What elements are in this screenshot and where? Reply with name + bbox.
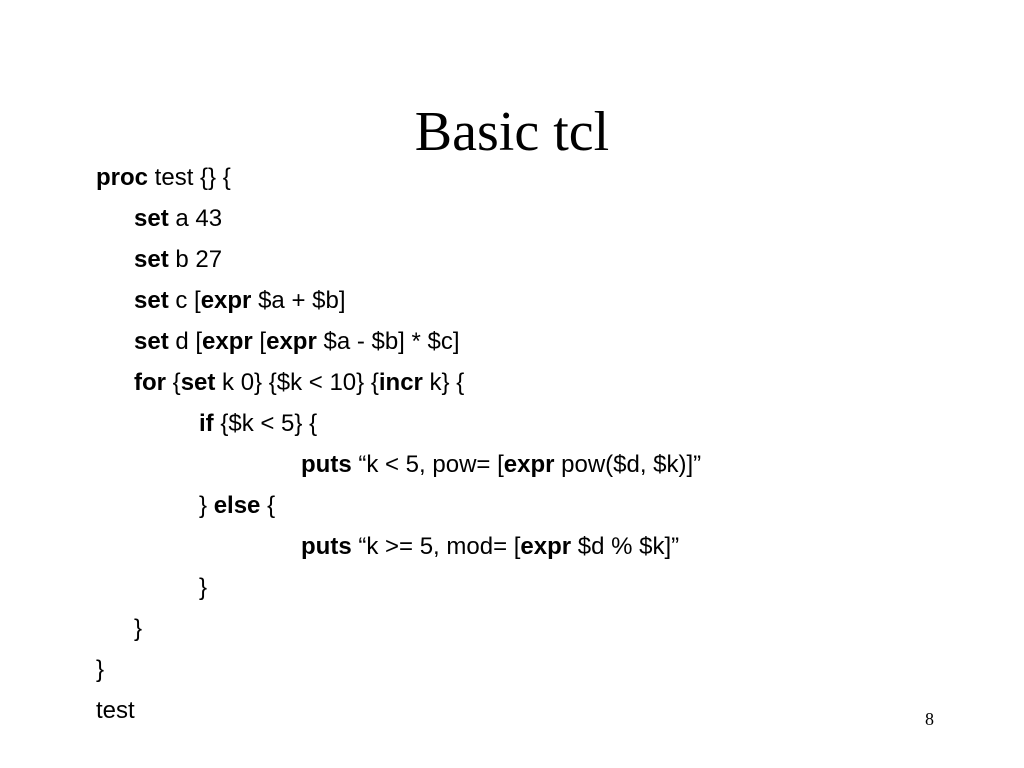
code-line: set b 27 <box>134 245 222 275</box>
code-text: } <box>134 615 143 642</box>
code-text: “k < 5, pow= [ <box>351 451 504 478</box>
code-keyword: expr <box>266 328 317 355</box>
code-text: d [ <box>168 328 203 355</box>
code-text: k} { <box>422 369 465 396</box>
code-keyword: expr <box>520 533 572 560</box>
code-text: { <box>166 369 181 396</box>
code-line: proc test {} { <box>96 163 231 193</box>
code-keyword: expr <box>200 287 252 314</box>
code-text: pow($d, $k)]” <box>554 451 702 478</box>
code-keyword: proc <box>96 164 149 191</box>
code-text: $a - $b] * $c] <box>316 328 460 355</box>
code-line: if {$k < 5} { <box>199 409 317 439</box>
code-text: test {} { <box>148 164 231 191</box>
code-keyword: set <box>134 328 169 355</box>
code-line: } <box>134 614 142 644</box>
code-text: } <box>199 574 208 601</box>
code-text: b 27 <box>168 246 223 273</box>
code-text: k 0} {$k < 10} { <box>215 369 379 396</box>
code-keyword: if <box>199 410 214 437</box>
code-line: set c [expr $a + $b] <box>134 286 345 316</box>
code-text: c [ <box>168 287 201 314</box>
code-keyword: set <box>134 205 169 232</box>
code-text: $a + $b] <box>251 287 346 314</box>
code-text: a 43 <box>168 205 223 232</box>
code-text: [ <box>252 328 267 355</box>
code-line: set a 43 <box>134 204 222 234</box>
code-keyword: for <box>134 369 166 396</box>
code-text: test <box>96 697 135 724</box>
code-keyword: puts <box>301 451 352 478</box>
code-text: } <box>96 656 105 683</box>
code-line: puts “k < 5, pow= [expr pow($d, $k)]” <box>301 450 701 480</box>
code-line: } <box>96 655 104 685</box>
code-keyword: else <box>213 492 261 519</box>
code-line: set d [expr [expr $a - $b] * $c] <box>134 327 460 357</box>
slide-number: 8 <box>925 709 934 729</box>
code-text: {$k < 5} { <box>213 410 318 437</box>
code-line: test <box>96 696 135 726</box>
code-text: “k >= 5, mod= [ <box>351 533 521 560</box>
code-line: for {set k 0} {$k < 10} {incr k} { <box>134 368 464 398</box>
code-line: puts “k >= 5, mod= [expr $d % $k]” <box>301 532 679 562</box>
code-line: } else { <box>199 491 275 521</box>
code-keyword: incr <box>378 369 423 396</box>
code-keyword: puts <box>301 533 352 560</box>
code-keyword: set <box>134 246 169 273</box>
slide-title: Basic tcl <box>414 101 610 163</box>
code-text: { <box>260 492 276 519</box>
code-keyword: expr <box>202 328 253 355</box>
code-line: } <box>199 573 207 603</box>
code-keyword: expr <box>503 451 555 478</box>
code-keyword: set <box>134 287 169 314</box>
code-text: $d % $k]” <box>571 533 680 560</box>
code-keyword: set <box>180 369 216 396</box>
code-text: } <box>199 492 214 519</box>
